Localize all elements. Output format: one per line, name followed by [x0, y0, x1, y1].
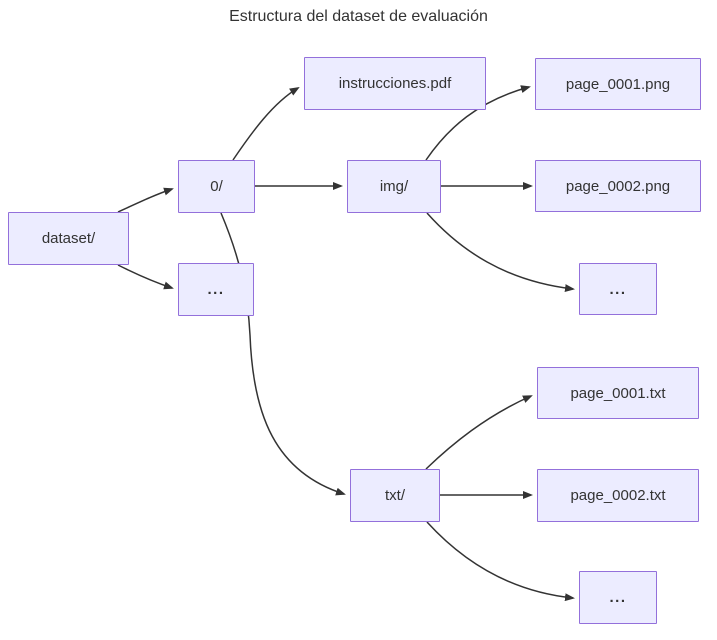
- node-page-0001-png: page_0001.png: [535, 58, 701, 110]
- node-label: 0/: [210, 178, 223, 195]
- node-label: ...: [609, 589, 627, 606]
- node-page-0002-png: page_0002.png: [535, 160, 701, 212]
- edge-img-to-ellipsis-img: [426, 212, 575, 293]
- node-label: page_0002.txt: [570, 487, 666, 504]
- edge-0-to-txt: [220, 212, 346, 496]
- node-txt: txt/: [350, 469, 440, 522]
- node-page-0001-txt: page_0001.txt: [537, 367, 699, 419]
- node-label: page_0001.png: [565, 75, 671, 93]
- node-ellipsis-root: ...: [178, 263, 254, 316]
- edge-txt-to-page-0001-txt: [425, 395, 533, 470]
- node-label: dataset/: [41, 230, 96, 247]
- edge-0-to-instrucciones-pdf: [232, 86, 300, 161]
- node-label: txt/: [384, 487, 405, 504]
- node-ellipsis-txt: ...: [579, 571, 657, 624]
- node-dataset: dataset/: [8, 212, 129, 265]
- edge-dataset-to-ellipsis-root: [117, 264, 174, 290]
- node-label: page_0002.png: [565, 177, 671, 195]
- node-page-0002-txt: page_0002.txt: [537, 469, 699, 522]
- edge-dataset-to-0: [117, 187, 174, 213]
- node-label: page_0001.txt: [570, 384, 666, 402]
- diagram-title: Estructura del dataset de evaluación: [229, 8, 488, 25]
- node-0: 0/: [178, 160, 255, 213]
- node-img: img/: [347, 160, 441, 213]
- node-label: ...: [207, 281, 225, 298]
- node-label: img/: [379, 178, 409, 195]
- node-instrucciones-pdf: instrucciones.pdf: [304, 57, 486, 110]
- node-label: ...: [609, 280, 627, 298]
- edge-txt-to-ellipsis-txt: [426, 521, 575, 602]
- node-label: instrucciones.pdf: [338, 75, 452, 92]
- edge-img-to-page-0001-png: [425, 85, 531, 161]
- node-ellipsis-img: ...: [579, 263, 657, 315]
